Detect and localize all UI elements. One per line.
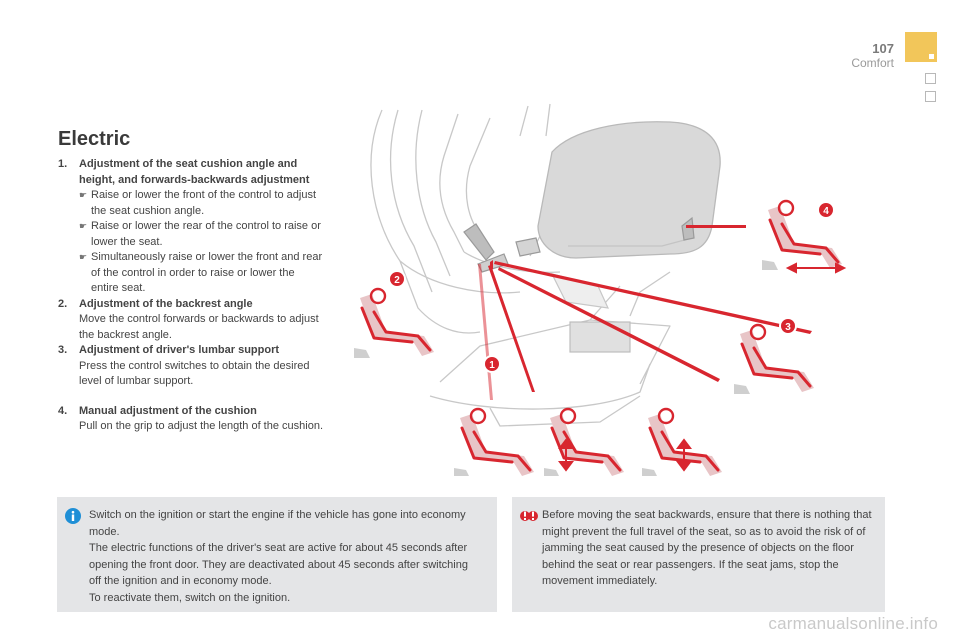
step-4: 4. Manual adjustment of the cushion Pull… bbox=[58, 404, 323, 435]
info-note-line: To reactivate them, switch on the igniti… bbox=[89, 591, 291, 604]
step-text: Pull on the grip to adjust the length of… bbox=[79, 420, 323, 432]
callout-3: 3 bbox=[779, 317, 797, 335]
up-down-arrow-icon bbox=[558, 438, 574, 472]
step-heading: Adjustment of the seat cushion angle and… bbox=[79, 158, 310, 186]
step-2: 2. Adjustment of the backrest angle Move… bbox=[58, 297, 323, 344]
step-bullet: Simultaneously raise or lower the front … bbox=[79, 250, 323, 297]
page-number: 107 bbox=[872, 41, 894, 56]
svg-text:4: 4 bbox=[823, 206, 829, 217]
pictogram-height-icon bbox=[542, 407, 626, 476]
svg-text:2: 2 bbox=[394, 275, 400, 286]
svg-text:1: 1 bbox=[489, 360, 495, 371]
step-text: Press the control switches to obtain the… bbox=[79, 359, 310, 388]
callout-2: 2 bbox=[388, 270, 406, 288]
step-heading: Adjustment of driver's lumbar support bbox=[79, 344, 280, 356]
section-tab bbox=[925, 73, 936, 84]
warning-note-text: Before moving the seat backwards, ensure… bbox=[542, 509, 872, 587]
pictogram-backrest-icon bbox=[352, 287, 436, 360]
up-down-arrow-icon bbox=[676, 438, 692, 472]
step-number: 3. bbox=[58, 344, 68, 356]
double-arrow-icon bbox=[785, 262, 847, 274]
page-header: 107 Comfort bbox=[851, 41, 894, 71]
pictogram-tilt-icon bbox=[452, 407, 536, 476]
seat-cushion bbox=[537, 121, 721, 259]
step-bullet: Raise or lower the rear of the control t… bbox=[79, 219, 323, 250]
step-heading: Adjustment of the backrest angle bbox=[79, 297, 253, 310]
step-1: 1. Adjustment of the seat cushion angle … bbox=[58, 157, 323, 297]
pictogram-lumbar-icon bbox=[732, 323, 816, 396]
info-note: Switch on the ignition or start the engi… bbox=[57, 497, 497, 612]
callout-4: 4 bbox=[817, 201, 835, 219]
section-tab bbox=[925, 91, 936, 102]
svg-text:3: 3 bbox=[785, 322, 791, 333]
pointer-lines bbox=[478, 225, 812, 400]
section-tab-active bbox=[905, 32, 937, 62]
seat-controls bbox=[463, 216, 695, 353]
page-title: Electric bbox=[58, 128, 131, 150]
step-text: Move the control forwards or backwards t… bbox=[79, 313, 319, 341]
step-bullet: Raise or lower the front of the control … bbox=[79, 188, 323, 219]
watermark: carmanualsonline.info bbox=[768, 614, 938, 633]
step-3: 3. Adjustment of driver's lumbar support… bbox=[58, 343, 323, 390]
step-number: 1. bbox=[58, 158, 68, 170]
section-name: Comfort bbox=[851, 56, 894, 70]
step-number: 4. bbox=[58, 404, 68, 417]
steps-list: 1. Adjustment of the seat cushion angle … bbox=[58, 157, 323, 435]
warning-icon bbox=[520, 511, 538, 521]
warning-note: Before moving the seat backwards, ensure… bbox=[512, 497, 885, 612]
info-note-line: The electric functions of the driver's s… bbox=[89, 542, 468, 587]
callout-1: 1 bbox=[483, 355, 501, 373]
info-note-line: Switch on the ignition or start the engi… bbox=[89, 509, 466, 538]
info-icon bbox=[65, 508, 81, 524]
step-heading: Manual adjustment of the cushion bbox=[79, 404, 257, 417]
step-number: 2. bbox=[58, 297, 68, 310]
seat-illustration: 1 2 3 4 bbox=[352, 103, 847, 476]
